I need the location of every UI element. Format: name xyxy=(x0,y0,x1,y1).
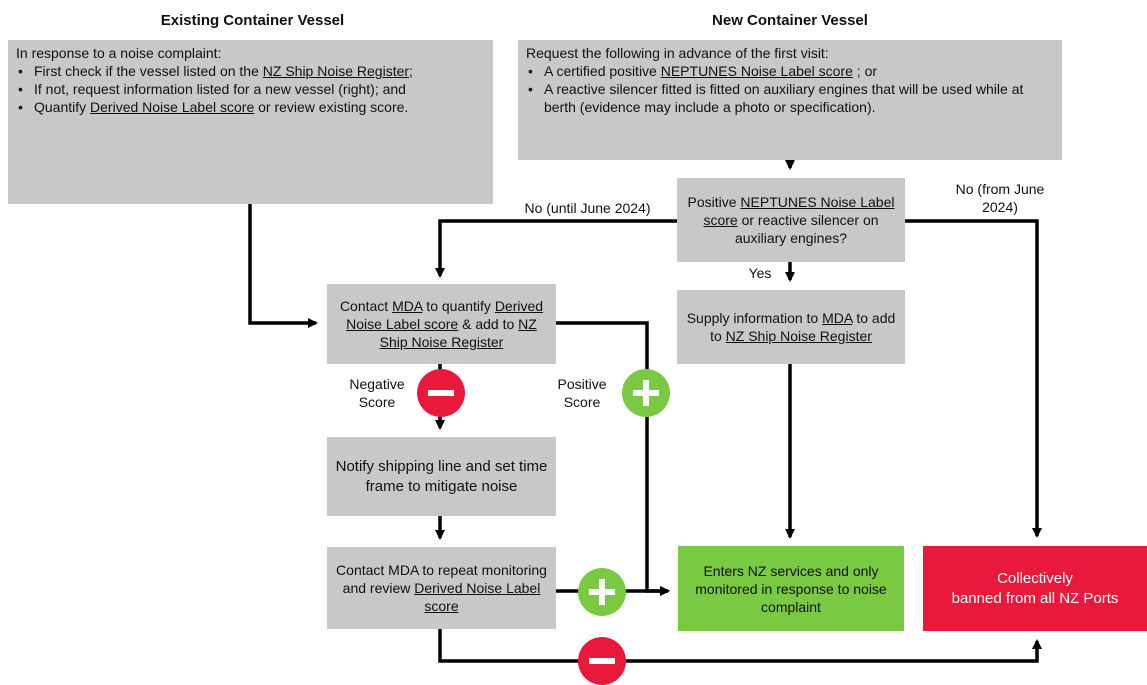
existing-bullet-2: If not, request information listed for a… xyxy=(16,80,485,98)
nz-ship-noise-register-link[interactable]: NZ Ship Noise Register xyxy=(262,63,410,79)
new-vessel-header: New Container Vessel xyxy=(712,12,868,29)
minus-circle-icon xyxy=(417,369,465,417)
enters-nz-services-box: Enters NZ services and only monitored in… xyxy=(678,546,904,631)
plus-circle-icon xyxy=(578,568,626,616)
derived-noise-label-link[interactable]: Derived Noise Label score xyxy=(90,99,255,115)
new-intro: Request the following in advance of the … xyxy=(526,45,829,61)
contact-mda-box: Contact MDA to quantify Derived Noise La… xyxy=(327,284,556,364)
contact-derived-noise-link[interactable]: Derived Noise Label score xyxy=(346,298,544,332)
new-vessel-box: Request the following in advance of the … xyxy=(518,40,1062,160)
no-from-label: No (from June 2024) xyxy=(955,181,1045,215)
decision-box: Positive NEPTUNES Noise Label score or r… xyxy=(677,178,905,262)
new-bullet-1: A certified positive NEPTUNES Noise Labe… xyxy=(526,62,1054,80)
yes-label: Yes xyxy=(748,265,772,281)
positive-score-label: Positive Score xyxy=(557,376,607,410)
no-until-connector xyxy=(435,219,677,278)
new-bullet-2: A reactive silencer fitted is fitted on … xyxy=(526,80,1054,116)
neptunes-noise-label-link[interactable]: NEPTUNES Noise Label score xyxy=(660,63,853,79)
notify-shipping-box: Notify shipping line and set time frame … xyxy=(327,437,556,516)
positive-connector xyxy=(556,321,670,596)
decision-neptunes-link[interactable]: NEPTUNES Noise Label score xyxy=(703,194,895,228)
repeat-negative-connector xyxy=(438,629,1042,663)
existing-vessel-box: In response to a noise complaint: First … xyxy=(8,40,493,204)
existing-vessel-header: Existing Container Vessel xyxy=(160,12,345,29)
repeat-monitoring-box: Contact MDA to repeat monitoring and rev… xyxy=(327,547,556,629)
contact-register-link[interactable]: NZ Ship Noise Register xyxy=(379,316,537,350)
mda-link[interactable]: MDA xyxy=(392,298,423,314)
existing-bullet-1: First check if the vessel listed on the … xyxy=(16,62,485,80)
supply-register-link[interactable]: NZ Ship Noise Register xyxy=(725,328,872,344)
supply-mda-link[interactable]: MDA xyxy=(822,310,853,326)
plus-circle-icon xyxy=(622,369,670,417)
negative-score-label: Negative Score xyxy=(349,376,405,410)
minus-circle-icon xyxy=(578,637,626,685)
existing-intro: In response to a noise complaint: xyxy=(16,45,222,61)
no-until-label: No (until June 2024) xyxy=(524,200,651,216)
no-from-connector xyxy=(905,219,1042,538)
supply-information-box: Supply information to MDA to add to NZ S… xyxy=(677,290,905,364)
repeat-derived-noise-link[interactable]: Derived Noise Label score xyxy=(414,580,541,614)
existing-to-contact-connector xyxy=(248,204,318,328)
existing-bullet-3: Quantify Derived Noise Label score or re… xyxy=(16,98,485,116)
